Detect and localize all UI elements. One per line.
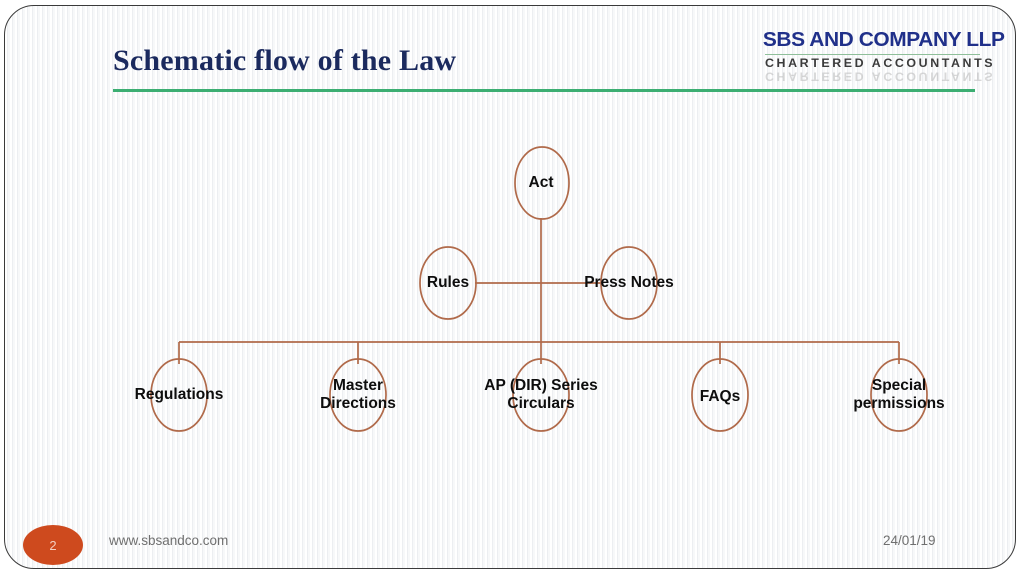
company-logo: SBS AND COMPANY LLP CHARTERED ACCOUNTANT… [762, 28, 1005, 84]
node-master-directions[interactable]: Master Directions [320, 376, 396, 412]
node-special-permissions[interactable]: Special permissions [853, 376, 945, 412]
node-faqs[interactable]: FAQs [699, 387, 741, 405]
node-regulations[interactable]: Regulations [134, 385, 224, 403]
title-underline-rule [113, 89, 975, 92]
node-ap-dir-series-circulars[interactable]: AP (DIR) Series Circulars [484, 376, 598, 412]
slide-frame: Schematic flow of the Law SBS AND COMPAN… [4, 5, 1016, 569]
node-rules[interactable]: Rules [426, 273, 470, 291]
logo-reflection: CHARTERED ACCOUNTANTS [765, 69, 996, 84]
node-press-notes[interactable]: Press Notes [584, 273, 674, 291]
footer-date: 24/01/19 [883, 533, 936, 548]
node-act[interactable]: Act [528, 173, 554, 191]
slide-number-badge: 2 [23, 525, 83, 565]
logo-divider [765, 53, 980, 55]
page-title: Schematic flow of the Law [113, 44, 457, 77]
footer-website-link[interactable]: www.sbsandco.com [109, 533, 229, 548]
logo-company-name: SBS AND COMPANY LLP [762, 28, 1005, 51]
logo-tagline: CHARTERED ACCOUNTANTS [765, 55, 996, 70]
